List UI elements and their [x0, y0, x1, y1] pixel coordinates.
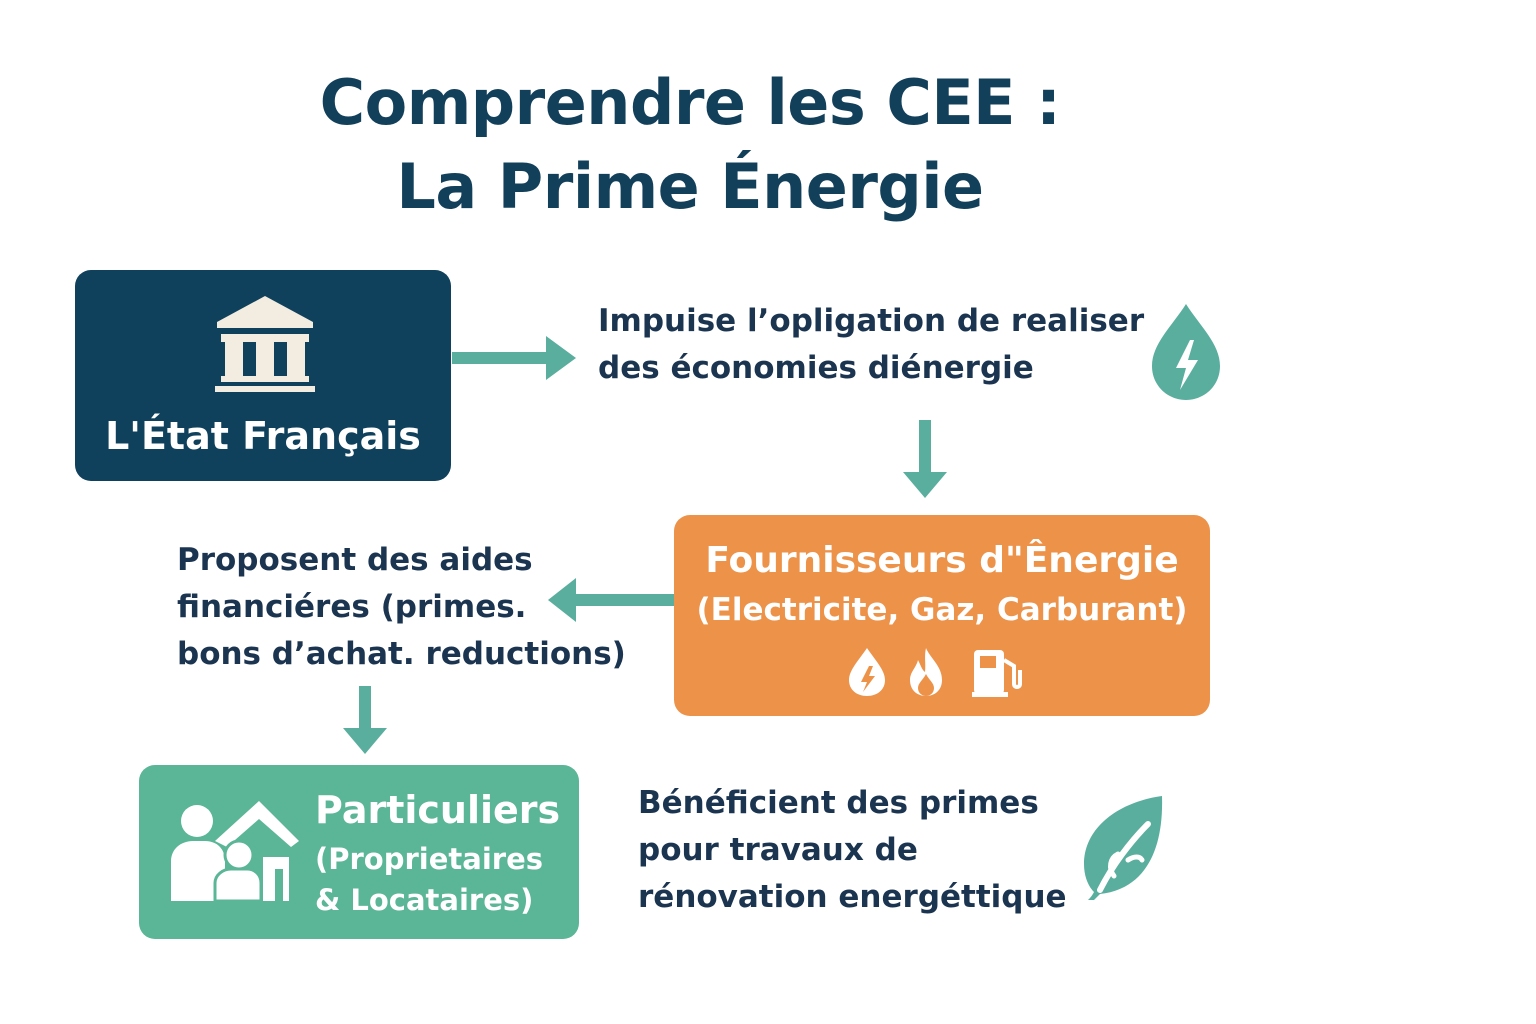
electricity-drop-icon	[849, 648, 885, 696]
beneficient-text: Bénéficient des primes pour travaux de r…	[638, 780, 1067, 921]
arrow-etat-to-obligation	[452, 336, 576, 380]
gas-flame-icon	[910, 648, 942, 696]
fuel-pump-icon	[972, 650, 1022, 697]
arrow-aides-to-particuliers	[343, 686, 387, 754]
page-title-line1: Comprendre les CEE :	[319, 66, 1061, 139]
obligation-text: Impuise l’opligation de realiser des éco…	[598, 298, 1144, 392]
beneficient-text-line3: rénovation energéttique	[638, 879, 1067, 915]
beneficient-text-line1: Bénéficient des primes	[638, 785, 1039, 821]
page-title-line2: La Prime Énergie	[396, 150, 984, 223]
particuliers-title: Particuliers	[315, 788, 561, 832]
particuliers-subtitle-line1: (Proprietaires	[315, 842, 544, 876]
leaf-icon	[1084, 796, 1163, 900]
particuliers-subtitle-line2: & Locataires)	[315, 883, 534, 917]
fournisseurs-title: Fournisseurs d"Ênergie	[705, 540, 1179, 581]
fournisseurs-subtitle: (Electricite, Gaz, Carburant)	[696, 592, 1188, 628]
fournisseurs-box	[674, 515, 1210, 716]
obligation-text-line2: des économies diénergie	[598, 350, 1034, 386]
arrow-obligation-to-fournisseurs	[903, 420, 947, 498]
obligation-text-line1: Impuise l’opligation de realiser	[598, 303, 1145, 339]
aides-text-line3: bons d’achat. reductions)	[177, 636, 626, 672]
beneficient-text-line2: pour travaux de	[638, 832, 918, 868]
aides-text-line2: financiéres (primes.	[177, 589, 527, 625]
people-house-icon	[171, 801, 299, 903]
etat-francais-box	[75, 270, 451, 481]
aides-text-line1: Proposent des aides	[177, 542, 533, 578]
particuliers-box	[139, 765, 579, 939]
etat-francais-label: L'État Français	[105, 414, 421, 458]
aides-text: Proposent des aides financiéres (primes.…	[177, 537, 626, 678]
arrow-fournisseurs-to-aides	[548, 578, 674, 622]
government-building-icon	[215, 296, 315, 392]
energy-drop-icon	[1152, 304, 1220, 400]
